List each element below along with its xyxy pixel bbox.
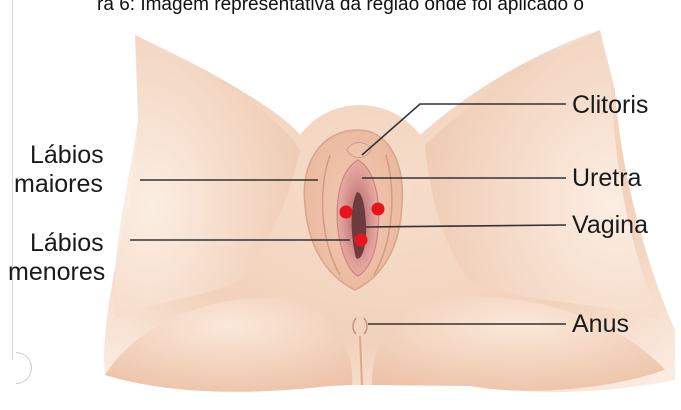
marker-bottom [355,234,368,247]
label-labios-menores-line1: Lábios [30,229,104,257]
label-uretra: Uretra [572,164,641,192]
label-labios-menores-line2: menores [8,258,105,286]
label-labios-maiores-line2: maiores [14,170,103,198]
marker-left [340,206,353,219]
marker-right [372,203,385,216]
label-anus: Anus [572,310,629,338]
label-clitoris: Clitoris [572,91,648,119]
label-labios-maiores-line1: Lábios [30,141,104,169]
label-vagina: Vagina [572,211,648,239]
